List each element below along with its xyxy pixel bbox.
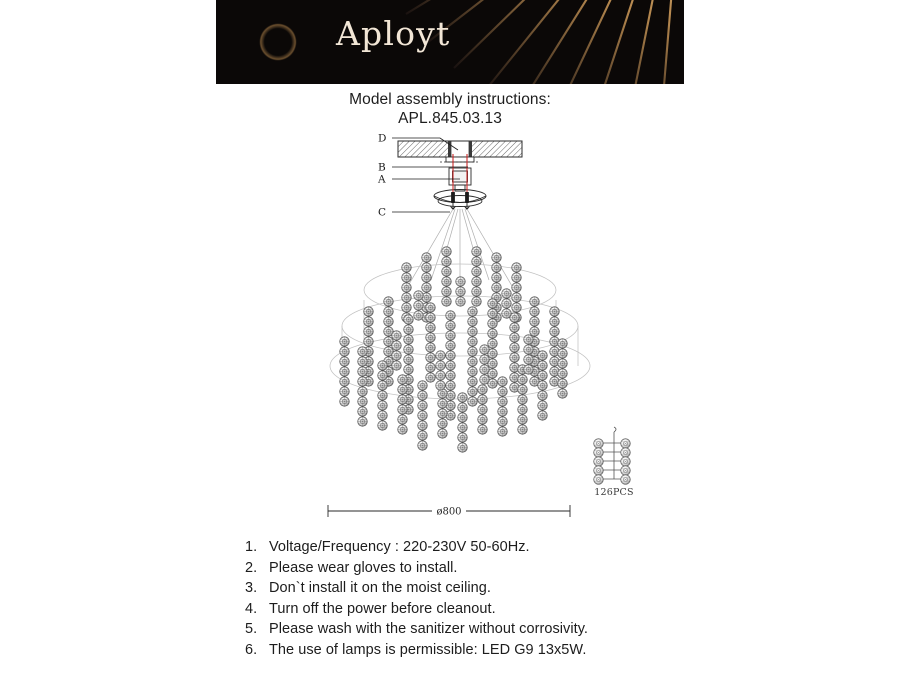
instruction-text: Please wear gloves to install. xyxy=(269,559,458,576)
callout-label-b: B xyxy=(378,162,386,174)
instruction-number: 4. xyxy=(245,600,258,617)
instruction-item: 2. Please wear gloves to install. xyxy=(245,558,865,579)
title-heading: Model assembly instructions: xyxy=(349,91,551,108)
instruction-number: 2. xyxy=(245,559,258,576)
parts-count-label: 126PCS xyxy=(594,487,634,498)
parts-inset: 126PCS xyxy=(588,425,640,503)
ceiling-slab-icon xyxy=(397,140,523,158)
instruction-item: 5. Please wash with the sanitizer withou… xyxy=(245,619,865,640)
crystal-chandelier-icon xyxy=(329,246,591,453)
instruction-text: Voltage/Frequency : 220-230V 50-60Hz. xyxy=(269,539,530,555)
instruction-item: 4. Turn off the power before cleanout. xyxy=(245,599,865,620)
sunburst-emblem-icon xyxy=(244,8,312,76)
instructions-list: 1. Voltage/Frequency : 220-230V 50-60Hz.… xyxy=(245,537,865,660)
instruction-text: Please wash with the sanitizer without c… xyxy=(269,621,588,637)
instruction-item: 3. Don`t install it on the moist ceiling… xyxy=(245,578,865,599)
crystal-strand-icon xyxy=(593,426,631,485)
product-diagram: D B A C xyxy=(290,130,620,520)
brand-wordmark: Aployt xyxy=(336,14,451,53)
title-model-code: APL.845.03.13 xyxy=(398,110,502,127)
dimension-line xyxy=(327,505,571,517)
instruction-number: 6. xyxy=(245,641,258,658)
page-title: Model assembly instructions: APL.845.03.… xyxy=(0,90,900,128)
callout-label-d: D xyxy=(378,133,386,145)
callout-label-a: A xyxy=(377,174,386,186)
instruction-text: Turn off the power before cleanout. xyxy=(269,600,496,617)
dimension-label: ø800 xyxy=(436,507,461,518)
instruction-item: 1. Voltage/Frequency : 220-230V 50-60Hz. xyxy=(245,537,865,558)
instruction-number: 3. xyxy=(245,580,258,596)
instruction-text: The use of lamps is permissible: LED G9 … xyxy=(269,641,587,658)
instruction-text: Don`t install it on the moist ceiling. xyxy=(269,580,491,596)
brand-banner: Aployt xyxy=(216,0,684,84)
instruction-number: 5. xyxy=(245,621,258,637)
instruction-item: 6. The use of lamps is permissible: LED … xyxy=(245,640,865,661)
instruction-number: 1. xyxy=(245,539,258,555)
callout-label-c: C xyxy=(378,207,386,219)
